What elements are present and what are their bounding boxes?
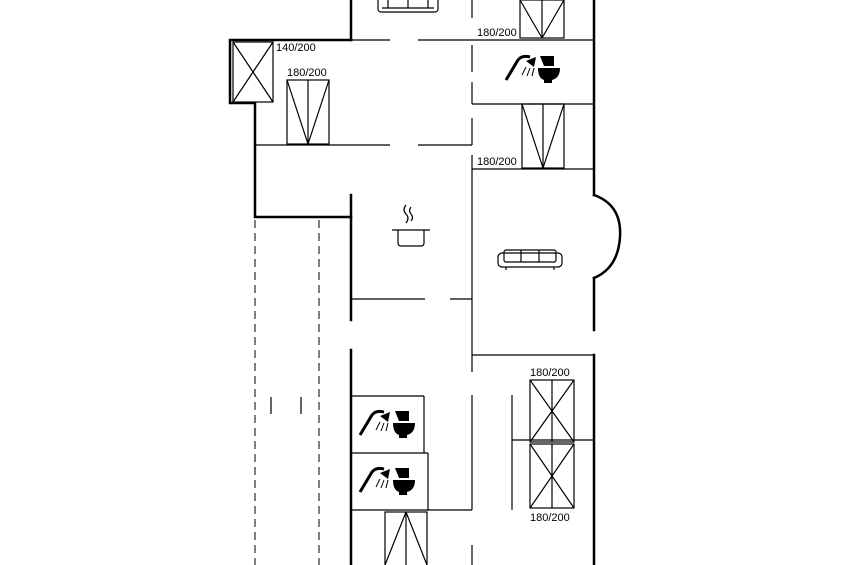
walls — [228, 0, 622, 565]
toilet-icon — [538, 56, 560, 83]
bed-lower-right-bottom — [529, 443, 575, 509]
bed-mid-right — [521, 103, 565, 169]
terrace-outline — [254, 220, 320, 565]
sofa-icon — [377, 0, 439, 13]
bed-label-mid-right: 180/200 — [477, 156, 517, 168]
cooking-pot-icon — [392, 204, 430, 247]
bed-small-left — [232, 41, 274, 103]
sofa-icon — [497, 249, 563, 270]
bed-rails — [511, 395, 594, 510]
shower-icon — [358, 466, 390, 493]
bed-lower-right-top — [529, 379, 575, 443]
bed-label-top-right: 180/200 — [477, 27, 517, 39]
partitions — [255, 0, 594, 565]
toilet-icon — [393, 411, 415, 438]
bed-label-left: 180/200 — [287, 67, 327, 79]
bed-bottom-center — [384, 511, 428, 565]
shower-icon — [358, 409, 390, 436]
bed-label-lower-right-top: 180/200 — [530, 367, 570, 379]
toilet-icon — [393, 468, 415, 495]
bed-left — [286, 79, 330, 145]
bed-top-right — [519, 0, 565, 39]
bed-label-small-left: 140/200 — [276, 42, 316, 54]
bed-label-lower-right-bottom: 180/200 — [530, 512, 570, 524]
shower-icon — [504, 54, 536, 81]
